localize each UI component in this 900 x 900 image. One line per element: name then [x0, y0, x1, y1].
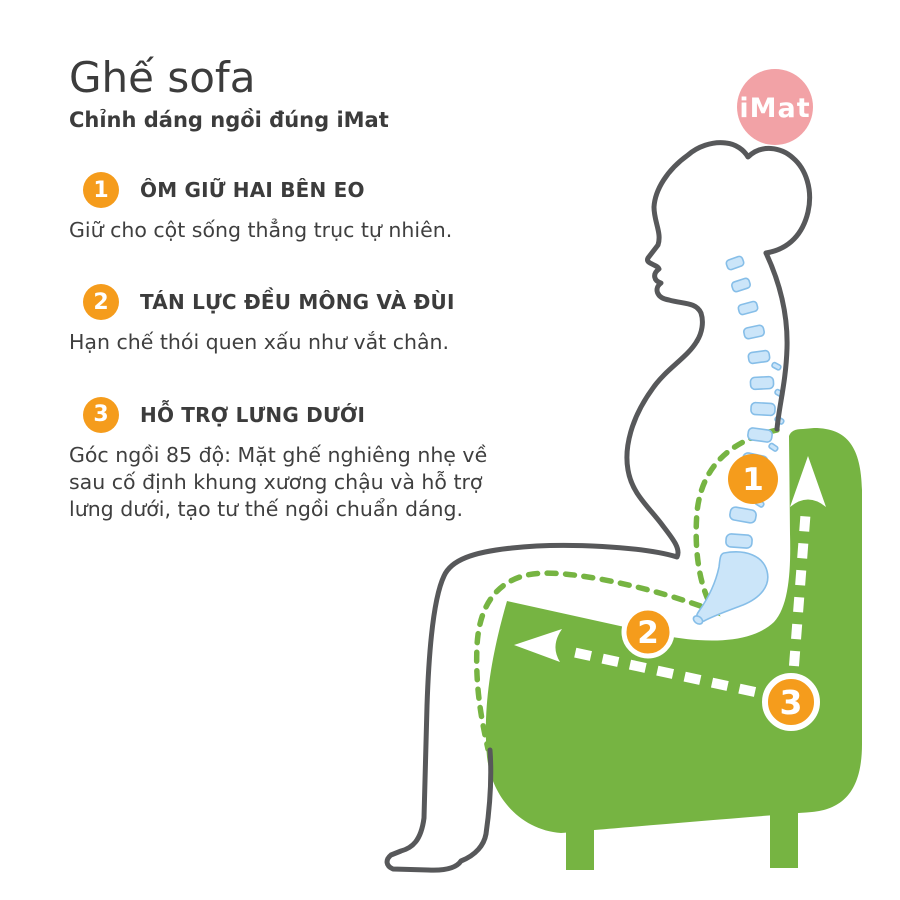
sacrum — [695, 551, 769, 623]
head-and-face-outline — [645, 140, 813, 344]
logo-text: iMat — [739, 93, 810, 124]
marker-3-label: 3 — [780, 683, 803, 722]
tip-2-number-badge: 2 — [83, 284, 119, 321]
tip-item-2: 2 TÁN LỰC ĐỀU MÔNG VÀ ĐÙI Hạn chế thói q… — [69, 284, 507, 356]
tip-1-number-badge: 1 — [83, 172, 119, 209]
person-outline — [384, 140, 813, 873]
back-outline — [763, 250, 790, 432]
page-title: Ghế sofa — [69, 53, 256, 102]
marker-3: 3 — [762, 673, 820, 731]
contact-contour-dashed-line — [473, 427, 780, 752]
seat-left-arrow-dashes — [566, 646, 757, 697]
tip-2-heading: TÁN LỰC ĐỀU MÔNG VÀ ĐÙI — [140, 290, 455, 315]
sofa-body — [485, 428, 862, 833]
tip-3-number-badge: 3 — [83, 396, 119, 433]
tip-1-body: Giữ cho cột sống thẳng trục tự nhiên. — [69, 218, 453, 243]
imat-logo: iMat — [737, 69, 813, 145]
backrest-up-arrowhead — [790, 456, 826, 507]
front-torso-leg-outline — [384, 338, 700, 873]
diagram-markers: 1 2 3 — [621, 454, 820, 731]
tip-3-heading: HỖ TRỢ LƯNG DƯỚI — [140, 402, 366, 427]
direction-arrows — [514, 456, 826, 697]
marker-2-label: 2 — [637, 615, 659, 651]
seat-left-arrowhead — [514, 629, 562, 662]
marker-1-label: 1 — [742, 462, 764, 498]
tip-3-body: Góc ngồi 85 độ: Mặt ghế nghiêng nhẹ về s… — [69, 442, 488, 522]
text-column: Ghế sofa Chỉnh dáng ngồi đúng iMat 1 ÔM … — [69, 53, 507, 524]
tip-item-3: 3 HỖ TRỢ LƯNG DƯỚI Góc ngồi 85 độ: Mặt g… — [69, 396, 507, 524]
tip-item-1: 1 ÔM GIỮ HAI BÊN EO Giữ cho cột sống thẳ… — [69, 172, 507, 244]
marker-1: 1 — [728, 454, 778, 504]
tip-2-body: Hạn chế thói quen xấu như vắt chân. — [69, 330, 450, 355]
logo-circle — [737, 69, 813, 145]
page-subtitle: Chỉnh dáng ngồi đúng iMat — [69, 108, 389, 133]
tip-1-heading: ÔM GIỮ HAI BÊN EO — [140, 178, 365, 203]
marker-2: 2 — [621, 605, 675, 659]
